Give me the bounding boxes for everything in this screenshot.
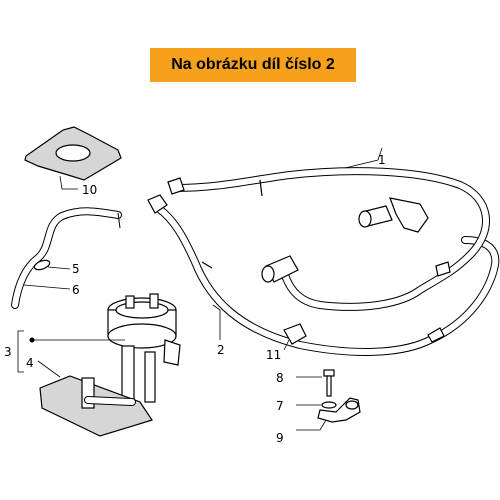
callout-5: 5: [72, 262, 80, 276]
part-2-hose: [147, 194, 500, 356]
part-1-connectors: [261, 197, 429, 283]
part-10-gasket: [24, 126, 122, 190]
callout-7: 7: [276, 399, 284, 413]
callout-10: 10: [82, 183, 97, 197]
part-4-strainer: [39, 375, 153, 437]
part-8-bolt: [296, 369, 335, 397]
callout-11: 11: [266, 348, 281, 362]
part-3-fuel-pump: [107, 293, 181, 407]
part-9-bracket: [296, 397, 361, 431]
callout-9: 9: [276, 431, 284, 445]
callout-6: 6: [72, 283, 80, 297]
part-1-hose: [167, 147, 490, 311]
part-6-hose: [11, 207, 122, 309]
part-11-clip: [283, 323, 307, 351]
part-7-washer: [296, 401, 337, 409]
callout-4: 4: [26, 356, 34, 370]
bracket-3-4: [17, 330, 125, 378]
callout-2: 2: [217, 343, 225, 357]
callout-8: 8: [276, 371, 284, 385]
banner-title: Na obrázku díl číslo 2: [150, 48, 356, 82]
callout-1: 1: [378, 153, 386, 167]
callout-3: 3: [4, 345, 12, 359]
